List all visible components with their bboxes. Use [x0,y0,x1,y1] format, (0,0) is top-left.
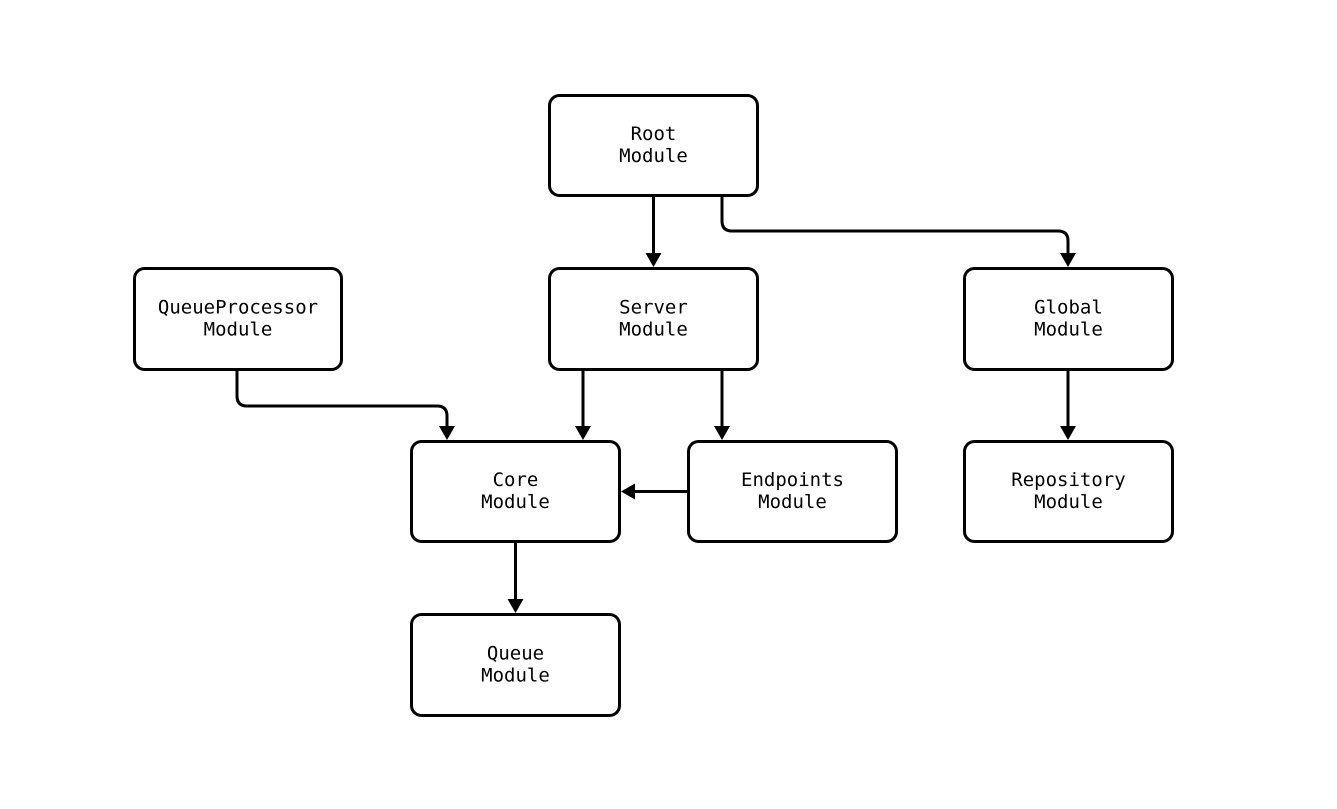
edge-core-to-queue [507,543,524,613]
edges-layer [235,197,1076,613]
node-box[interactable] [410,613,621,717]
edge-arrowhead [621,483,635,500]
edge-global-to-repository [1060,371,1076,440]
edge-line [235,371,449,426]
edge-endpoints-to-core [621,483,687,500]
node-label-line2: Module [481,491,550,513]
edge-arrowhead [1060,426,1076,440]
node-label-line2: Module [619,319,688,341]
edge-server-to-core [575,371,591,440]
node-label-line1: Root [631,123,677,145]
edge-arrowhead [714,426,730,440]
node-label-line2: Module [481,665,550,687]
node-label-line1: Repository [1011,469,1125,491]
nodes-layer: RootModuleQueueProcessorModuleServerModu… [133,94,1174,717]
node-label-line1: Global [1034,297,1103,319]
node-label-line2: Module [204,319,273,341]
node-label-line1: Endpoints [741,469,844,491]
node-label-line1: Queue [487,643,544,665]
node-box[interactable] [133,267,343,371]
edge-arrowhead [645,253,662,267]
node-label-line1: Server [619,297,688,319]
node-label-line2: Module [619,145,688,167]
node-box[interactable] [548,267,759,371]
node-box[interactable] [687,440,898,543]
edge-line [720,197,1070,253]
edge-arrowhead [575,426,591,440]
node-label-line2: Module [1034,491,1103,513]
node-label-line1: QueueProcessor [158,297,318,319]
edge-queueprocessor-to-core [235,371,455,440]
edge-arrowhead [507,599,524,613]
edge-server-to-endpoints [714,371,730,440]
edge-root-to-server [645,197,662,267]
edge-arrowhead [439,426,455,440]
node-label-line1: Core [493,469,539,491]
node-box[interactable] [963,267,1174,371]
node-box[interactable] [963,440,1174,543]
node-box[interactable] [410,440,621,543]
edge-root-to-global [720,197,1076,267]
edge-arrowhead [1060,253,1076,267]
node-box[interactable] [548,94,759,197]
node-label-line2: Module [1034,319,1103,341]
node-label-line2: Module [758,491,827,513]
